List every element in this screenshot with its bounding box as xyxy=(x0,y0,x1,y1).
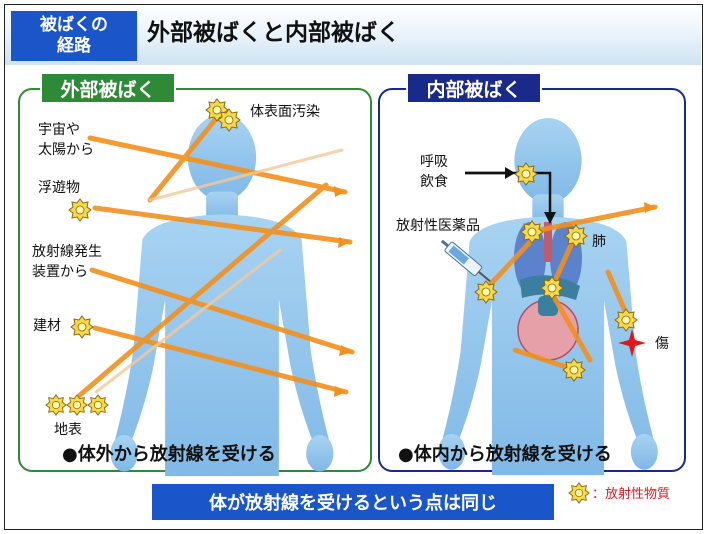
space-sun-label-line2: 太陽から xyxy=(38,142,94,158)
ground-material-icon-1 xyxy=(45,394,67,416)
wound-icon xyxy=(618,329,646,357)
mouth-material-icon xyxy=(514,162,538,186)
main-title: 外部被ばくと内部被ばく xyxy=(147,20,400,46)
building-material-label: 建材 xyxy=(33,318,61,334)
radioactive-material-star-icon xyxy=(568,482,590,504)
injection-material-icon xyxy=(474,280,498,304)
pharmaceutical-label: 放射性医薬品 xyxy=(396,218,480,234)
skin-contamination-label: 体表面汚染 xyxy=(250,104,320,120)
faint-external-rays xyxy=(94,148,344,394)
internal-ray-1 xyxy=(537,204,658,233)
external-human-figure xyxy=(110,114,334,476)
ray-from-skin xyxy=(147,117,218,203)
ray-from-generator xyxy=(89,267,355,355)
internal-ray-5 xyxy=(512,347,578,373)
conclusion-banner: 体が放射線を受けるという点は同じ xyxy=(152,484,554,520)
ground-material-icon-3 xyxy=(87,394,109,416)
space-sun-label: 宇宙や 太陽から xyxy=(38,120,94,160)
building-material-icon xyxy=(70,315,94,339)
intake-arrowhead xyxy=(544,212,556,224)
external-exposure-tab: 外部被ばく xyxy=(40,72,176,104)
internal-ray-4 xyxy=(547,287,593,363)
generator-label-line2: 装置から xyxy=(32,264,88,280)
intake-arrowhead-2 xyxy=(505,167,515,179)
ground-material-icon-2 xyxy=(66,394,88,416)
abdomen-material-icon xyxy=(562,358,586,382)
arm-material-icon xyxy=(614,308,638,332)
route-badge-line1: 被ばくの xyxy=(40,15,108,35)
intake-label: 呼吸 飲食 xyxy=(420,152,448,192)
lung-material-icon-2 xyxy=(564,224,588,248)
route-badge-line2: 経路 xyxy=(57,36,91,56)
lung-label: 肺 xyxy=(592,234,606,250)
ray-arrowheads xyxy=(334,186,352,397)
skin-material-icon-2 xyxy=(217,108,241,132)
ray-from-ground-1 xyxy=(77,182,329,398)
wound-label: 傷 xyxy=(655,336,669,352)
ground-label: 地表 xyxy=(54,422,82,438)
ray-from-building xyxy=(92,325,349,395)
intake-label-line1: 呼吸 xyxy=(420,154,448,170)
generator-label: 放射線発生 装置から xyxy=(32,242,102,282)
internal-ray-arrowhead xyxy=(644,202,655,213)
syringe-icon xyxy=(440,239,492,283)
stomach-material-icon xyxy=(540,276,564,300)
trachea xyxy=(544,222,552,262)
route-badge: 被ばくの 経路 xyxy=(11,11,137,61)
lung-material-icon-1 xyxy=(520,220,544,244)
internal-exposure-tab: 内部被ばく xyxy=(406,72,542,104)
airborne-material-icon xyxy=(68,198,92,222)
internal-caption: ●体内から放射線を受ける xyxy=(398,444,612,465)
internal-ray-2 xyxy=(484,237,535,291)
legend-label: ：放射性物質 xyxy=(592,487,671,502)
stomach xyxy=(538,296,558,316)
external-radiation-rays xyxy=(77,117,355,398)
space-sun-label-line1: 宇宙や xyxy=(38,122,80,138)
intake-label-line2: 飲食 xyxy=(420,174,448,190)
generator-label-line1: 放射線発生 xyxy=(32,244,102,260)
airborne-label: 浮遊物 xyxy=(38,180,80,196)
external-caption: ●体外から放射線を受ける xyxy=(62,444,276,465)
ray-from-airborne xyxy=(92,205,353,245)
ray-from-space xyxy=(87,135,348,195)
